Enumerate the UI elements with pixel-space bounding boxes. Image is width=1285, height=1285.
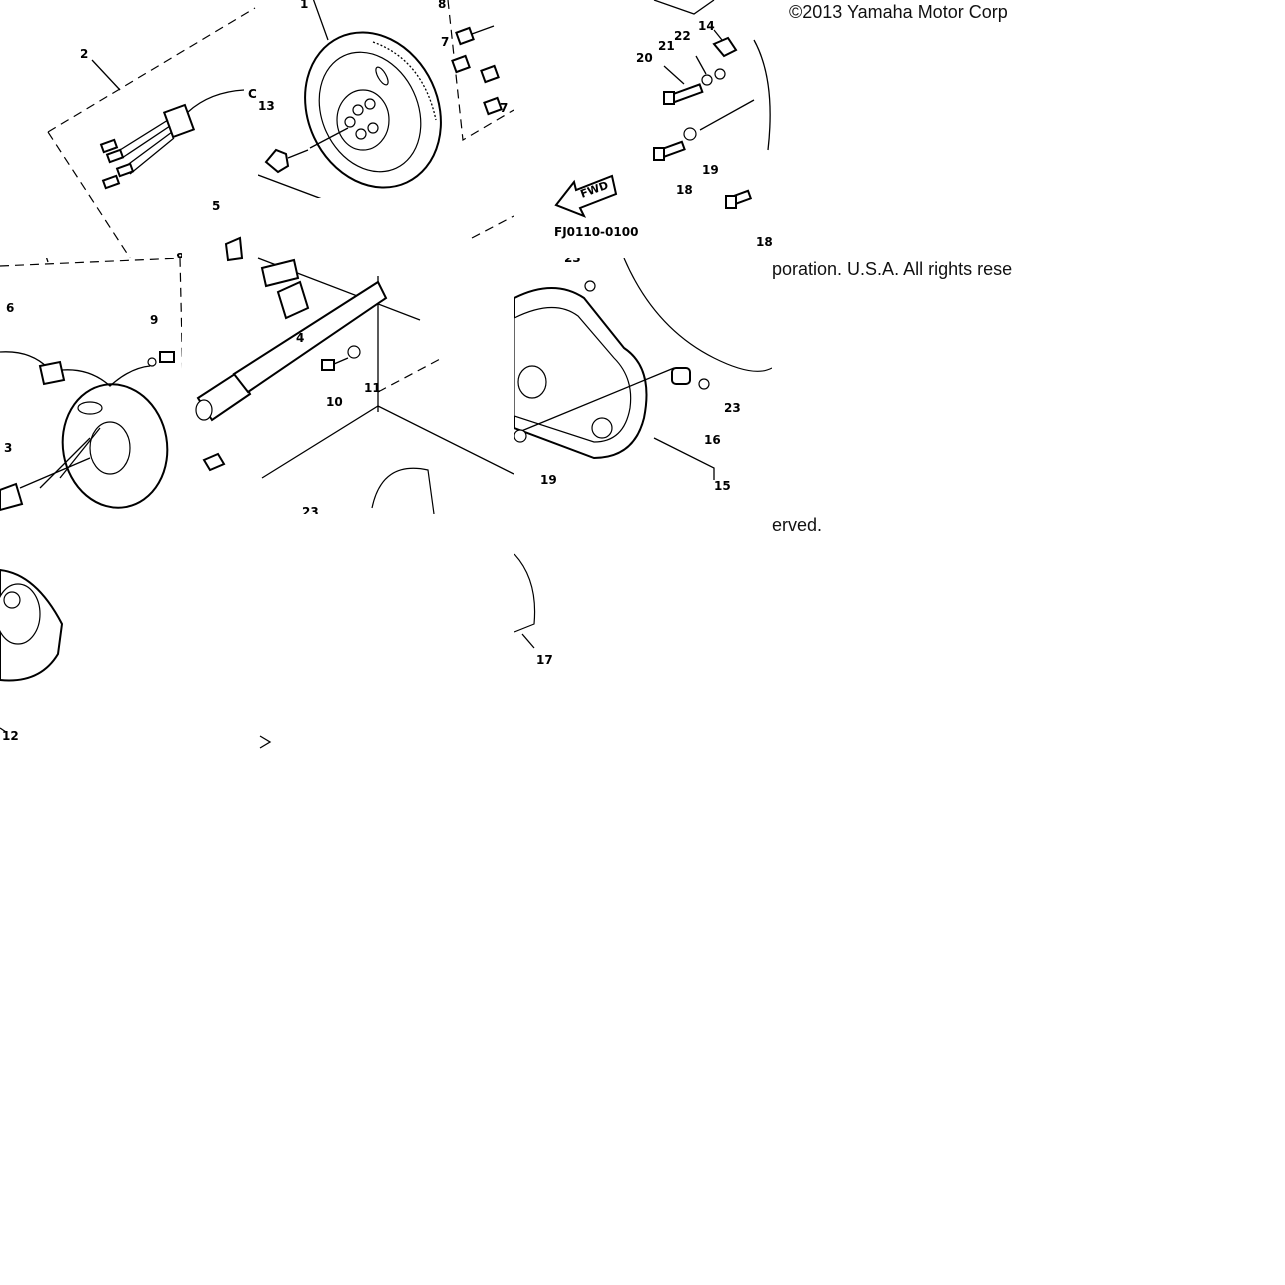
bolt-13-icon [264,148,309,174]
svg-text:6: 6 [6,301,14,315]
bolt-18-icons [653,140,753,209]
svg-text:C: C [248,87,257,101]
svg-text:14: 14 [698,19,715,33]
fwd-arrow-icon: FWD [554,174,618,218]
pickup-3-icon [0,457,91,512]
clip-5-icon [224,236,244,262]
svg-text:13: 13 [258,99,275,113]
coil-6-icon [0,351,151,387]
svg-text:19: 19 [702,163,719,177]
svg-text:18: 18 [676,183,693,197]
fwd-drawing: FWD FJ0110-0100 20 21 22 [554,0,772,249]
washer-21-icon [701,74,713,86]
svg-text:23: 23 [724,401,741,415]
svg-text:2: 2 [80,47,88,61]
stator-plate-icon [39,383,169,509]
svg-text:16: 16 [704,433,721,447]
shaft-icon [195,280,388,422]
stator-drawing: 6 9 3 [0,258,187,514]
svg-text:1: 1 [300,0,308,11]
bolt-9-icon [159,351,175,363]
svg-text:23: 23 [302,505,319,514]
washer-22-icon [714,68,726,80]
bolt-7-icons [451,25,503,116]
plate-drawing: 12 [0,568,64,743]
svg-text:15: 15 [714,479,731,493]
gasket-17-icon [514,553,536,633]
crankcase-cover-icon [514,287,648,460]
shaft-drawing: 5 4 10 11 23 [195,199,514,514]
gasket-icon [623,258,772,372]
svg-text:21: 21 [658,39,675,53]
pin-23-icon [584,280,596,292]
svg-text:8: 8 [176,251,184,258]
copyright-line-3: erved. [772,515,823,535]
svg-text:8: 8 [438,0,446,11]
tile-shaft: 5 4 10 11 23 [182,198,514,514]
svg-text:22: 22 [674,29,691,43]
svg-text:12: 12 [2,729,19,743]
gasket-lower-drawing: 17 [514,553,553,667]
cap-14-icon [712,36,738,58]
svg-text:10: 10 [326,395,343,409]
dowel-16-icon [671,367,691,385]
svg-text:9: 9 [150,313,158,327]
flywheel-icon [304,31,442,189]
svg-text:7: 7 [441,35,449,49]
washer-19-icon [683,127,697,141]
copyright-line-1: ©2013 Yamaha Motor Corp [789,2,1008,22]
flywheel-drawing: 8 7 7 1 13 [258,0,514,251]
copyright-line-2: poration. U.S.A. All rights rese [772,259,1013,279]
svg-text:11: 11 [364,381,381,395]
tile-gasket: 17 [514,540,574,670]
tile-break-chevron-icon [259,735,272,749]
cover-drawing: 23 23 16 15 19 [514,258,772,493]
svg-text:20: 20 [636,51,653,65]
bolt-20-icon [663,83,704,105]
tile-plate: 12 [0,514,258,772]
svg-text:5: 5 [212,199,220,213]
washer-11-icon [347,345,361,359]
svg-text:17: 17 [536,653,553,667]
svg-text:7: 7 [500,101,508,115]
pin-23b-icon [698,378,710,390]
harness-drawing: 2 C 8 [47,7,257,258]
svg-text:18: 18 [756,235,772,249]
bracket-4-icon [260,258,310,320]
tile-cover: 23 23 16 15 19 [514,258,772,514]
svg-text:23: 23 [564,258,581,265]
figure-code: FJ0110-0100 [554,225,638,239]
key-12-icon [202,452,226,472]
tile-mark [258,730,278,754]
tile-fwd: FWD FJ0110-0100 20 21 22 [514,0,772,258]
screw-9-icon [147,357,157,367]
bolt-10-icon [321,357,349,371]
svg-text:19: 19 [540,473,557,487]
svg-text:4: 4 [296,331,304,345]
plate-lower-icon [0,568,64,682]
svg-text:3: 3 [4,441,12,455]
harness-connector-icon [99,89,245,190]
